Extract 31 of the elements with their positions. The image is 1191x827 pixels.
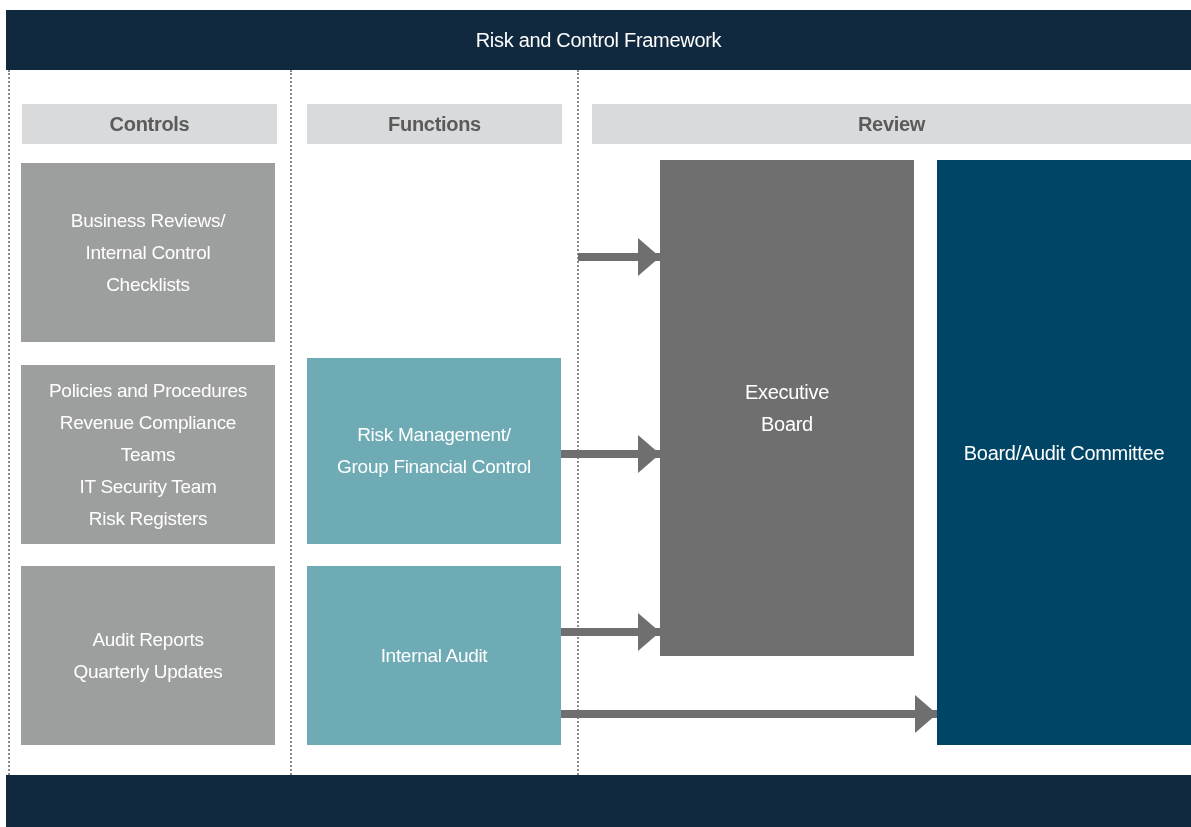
box-label: Risk Management/ Group Financial Control (336, 423, 532, 479)
box-label: Internal Audit (380, 643, 488, 668)
box-label: Risk and Control Framework (475, 28, 722, 53)
header-band (6, 10, 1191, 70)
control-box (21, 566, 275, 745)
box-label: Functions (388, 112, 481, 137)
control-box (21, 365, 275, 544)
footer-band (6, 775, 1191, 827)
box-label: IT Security Team (79, 474, 217, 499)
box-label: Review (857, 112, 926, 137)
arrow (578, 238, 660, 276)
box-label: Board/Audit Committee (963, 440, 1165, 466)
column-header (307, 104, 562, 144)
box-label: Risk Registers (88, 506, 208, 531)
column-header (592, 104, 1191, 144)
arrow (561, 435, 660, 473)
control-box (21, 163, 275, 342)
box-label: Controls (109, 112, 190, 137)
box-label: Executive Board (744, 380, 830, 437)
box-label: Revenue Compliance Teams (58, 410, 238, 467)
function-box (307, 358, 561, 544)
box-label: Policies and Procedures (49, 378, 247, 403)
box-label: Audit Reports (92, 627, 204, 652)
box-label: Quarterly Updates (73, 659, 223, 684)
review-box (660, 160, 914, 656)
arrow (561, 613, 660, 651)
function-box (307, 566, 561, 745)
box-label: Business Reviews/ Internal Control Checklists (69, 208, 227, 297)
arrow (561, 695, 937, 733)
review-box (937, 160, 1191, 745)
column-header (22, 104, 277, 144)
